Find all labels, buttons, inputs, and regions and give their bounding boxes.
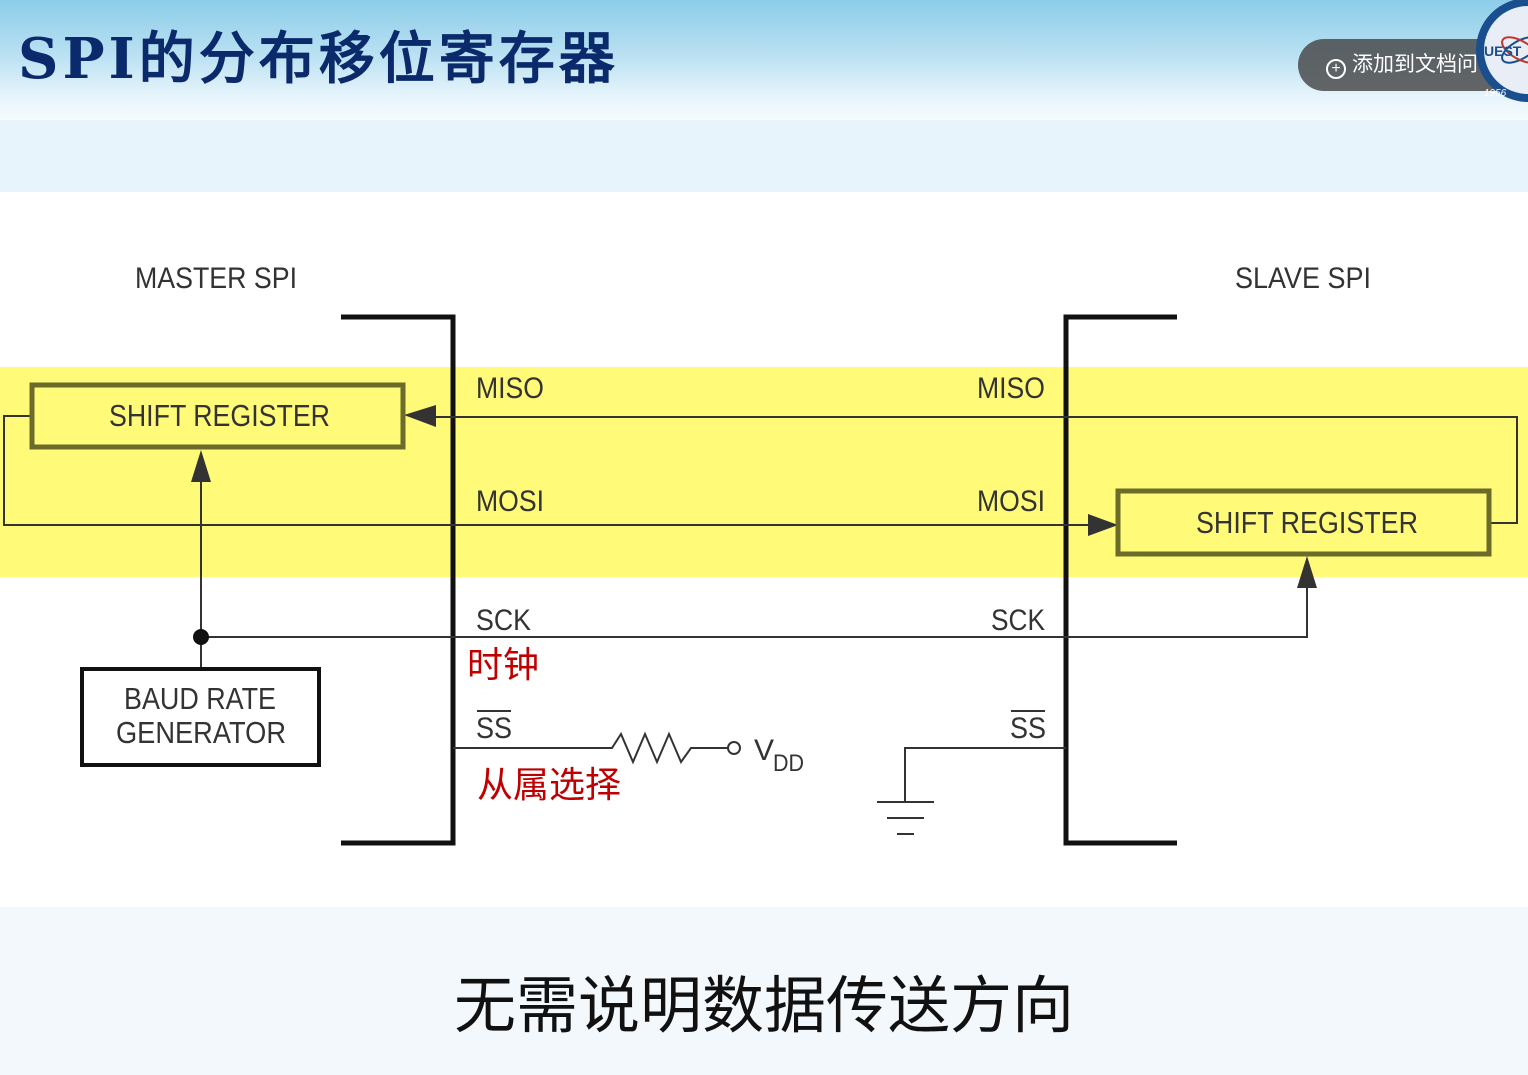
slave-miso-label: MISO	[977, 372, 1045, 405]
master-shift-register-box	[29, 382, 406, 450]
logo-year: 1956	[1484, 88, 1507, 99]
footer-caption: 无需说明数据传送方向	[453, 969, 1074, 1042]
master-miso-label: MISO	[476, 372, 544, 405]
page-title: SPI的分布移位寄存器	[18, 26, 619, 92]
header-bar	[0, 0, 1528, 120]
master-ss-label: SS	[476, 712, 512, 745]
miso-line	[418, 416, 1518, 524]
slave-sck-label: SCK	[991, 604, 1045, 637]
add-to-doc-qa-label: 添加到文档问答	[1352, 53, 1499, 76]
slave-shift-register-box	[1115, 488, 1492, 557]
sck-junction-dot	[193, 629, 209, 645]
logo-text: UEST	[1484, 43, 1522, 59]
footer-band	[0, 907, 1528, 1075]
slave-spi-label: SLAVE SPI	[1235, 262, 1371, 295]
ss-resistor-line	[453, 731, 728, 765]
vdd-subscript: DD	[773, 750, 804, 777]
mosi-line	[3, 415, 1100, 526]
master-shift-register-label: SHIFT REGISTER	[109, 398, 330, 433]
master-bracket	[341, 314, 456, 846]
baud-rate-label: BAUD RATE	[124, 681, 276, 716]
clock-annotation: 时钟	[467, 645, 539, 686]
master-mosi-label: MOSI	[476, 485, 544, 518]
subtitle-band	[0, 120, 1528, 192]
slave-select-annotation: 从属选择	[477, 765, 621, 806]
clock-master-arrowhead	[191, 450, 211, 482]
plus-circle-icon: +	[1326, 59, 1346, 79]
master-spi-label: MASTER SPI	[135, 262, 297, 295]
ground-icon	[877, 801, 934, 835]
slave-ss-label: SS	[1010, 712, 1046, 745]
clock-slave-arrowhead	[1297, 556, 1317, 588]
slave-mosi-label: MOSI	[977, 485, 1045, 518]
generator-label: GENERATOR	[116, 715, 286, 750]
baud-rate-generator-box	[80, 667, 321, 767]
university-logo: UEST 1956	[1476, 0, 1528, 102]
vdd-terminal	[727, 741, 741, 755]
mosi-arrowhead	[1088, 514, 1118, 536]
slave-bracket	[1063, 314, 1177, 846]
sck-line	[201, 582, 1308, 638]
spi-diagram: MASTER SPI SLAVE SPI SHIFT REGISTER SHIF…	[0, 262, 1528, 846]
vdd-label: V	[754, 734, 774, 767]
miso-arrowhead	[404, 405, 436, 427]
slave-shift-register-label: SHIFT REGISTER	[1196, 505, 1418, 540]
highlight-band	[0, 367, 1528, 577]
slave-ss-line	[904, 747, 1066, 802]
master-sck-label: SCK	[476, 604, 531, 637]
